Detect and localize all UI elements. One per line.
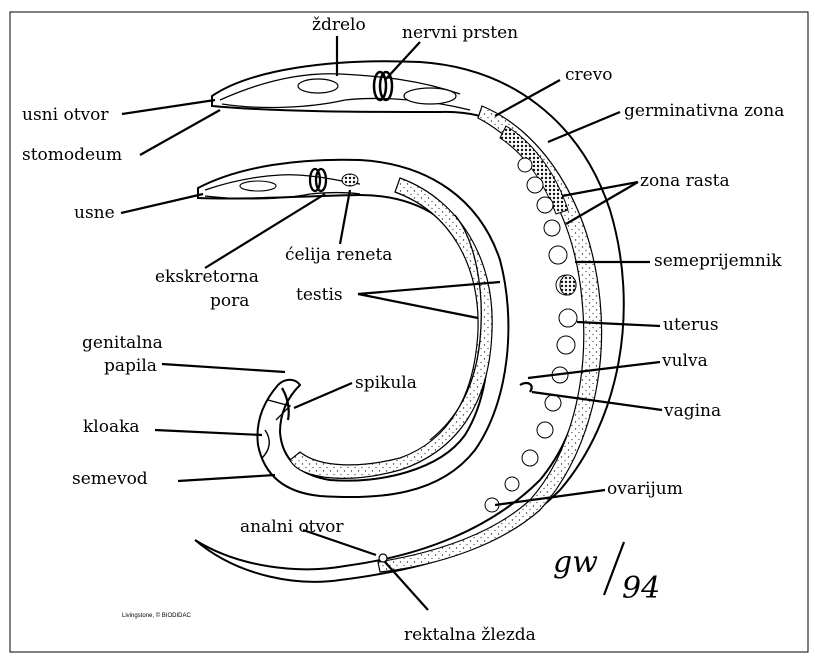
label-nervni-prsten: nervni prsten [402,23,518,43]
label-germinativna-zona: germinativna zona [624,101,784,121]
label-rektalna-zlezda: rektalna žlezda [404,625,536,645]
label-usni-otvor: usni otvor [22,105,109,125]
signature-initials: gw [553,545,598,580]
label-genitalna: genitalna [82,333,163,353]
spermatheca [560,275,576,295]
renette-cell [342,174,358,186]
male-worm [198,160,508,497]
label-ovarijum: ovarijum [607,479,683,499]
label-papila: papila [104,356,157,376]
label-pora: pora [210,291,249,311]
label-vagina: vagina [663,401,721,421]
signature-year: 94 [622,571,660,606]
label-uterus: uterus [663,315,719,335]
label-crevo: crevo [565,65,613,85]
credit-text: Livingstone, © BIODIDAC [122,612,191,619]
artist-signature: gw 94 [553,542,660,606]
label-zona-rasta: zona rasta [640,171,730,191]
label-usne: usne [74,203,115,223]
label-vulva: vulva [661,351,708,371]
label-kloaka: kloaka [83,417,140,437]
label-spikula: spikula [355,373,417,393]
label-analni-otvor: analni otvor [240,517,344,537]
label-zdrelo: ždrelo [312,15,366,35]
label-testis: testis [296,285,343,305]
label-semeprijemnik: semeprijemnik [654,251,782,271]
label-celija-reneta: ćelija reneta [285,245,392,265]
label-semevod: semevod [72,469,148,489]
female-worm [195,61,624,582]
label-stomodeum: stomodeum [22,145,122,165]
rectal-gland [379,554,387,562]
label-ekskretorna: ekskretorna [155,267,259,287]
vulva-mark [520,383,532,392]
leader-lines [121,36,662,610]
